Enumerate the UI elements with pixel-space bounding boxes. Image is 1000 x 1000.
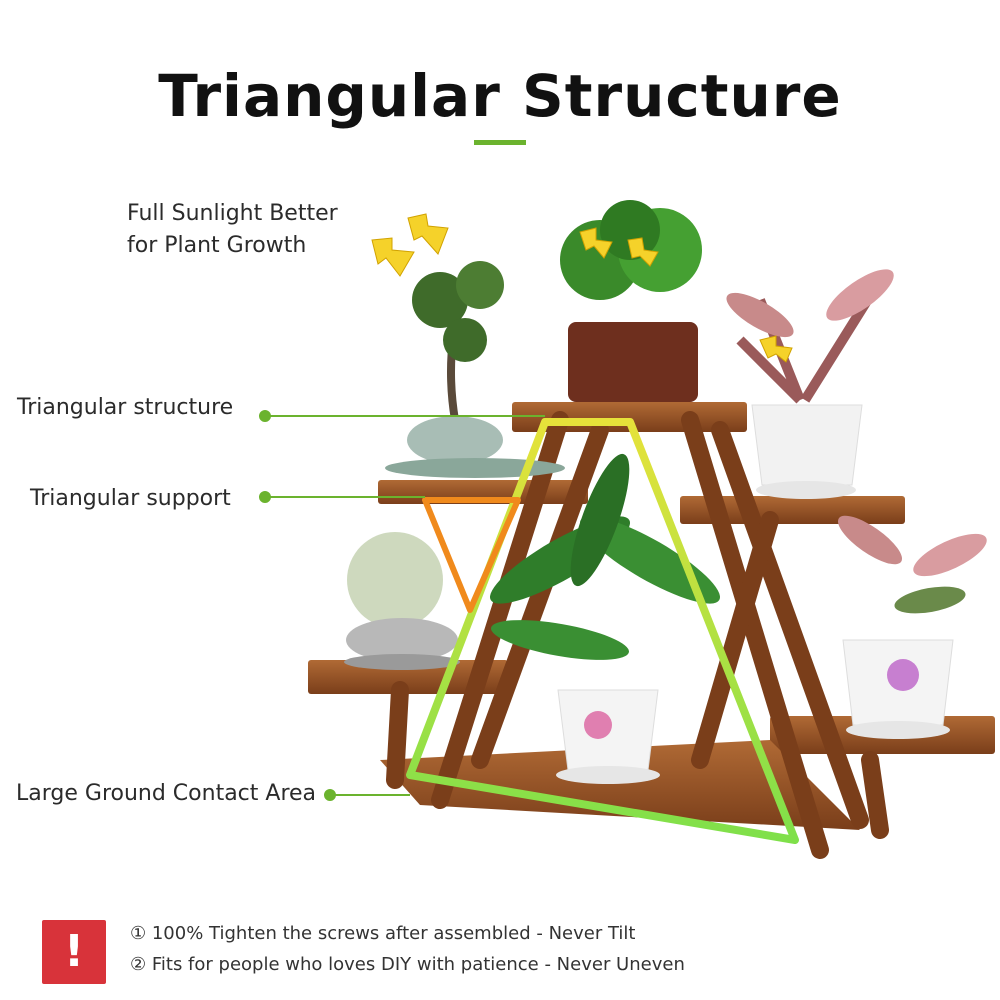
triangular-support-label: Triangular support: [30, 486, 231, 511]
peace-lily-plant: [490, 453, 720, 784]
sunlight-callout-line2: for Plant Growth: [127, 233, 307, 258]
note-tighten-screws: ① 100% Tighten the screws after assemble…: [130, 923, 636, 944]
warning-icon: !: [42, 920, 106, 984]
title-underline: [474, 140, 526, 145]
pink-aglaonema-plant-right: [837, 515, 987, 739]
triangular-support-outline: [422, 497, 521, 613]
wooden-shelf-lower-left: [308, 660, 508, 694]
ground-contact-label: Large Ground Contact Area: [16, 781, 317, 806]
callout-leaders: [259, 410, 545, 801]
sunlight-callout-line1: Full Sunlight Better: [127, 201, 338, 226]
wooden-shelf-bottom: [380, 740, 860, 830]
notes-section: [0, 880, 1000, 1000]
pink-aglaonema-plant-top: [726, 269, 894, 499]
sunlight-callout: Full Sunlight Better for Plant Growth: [127, 198, 397, 262]
money-tree-plant: [560, 200, 702, 402]
bonsai-plant: [385, 261, 565, 478]
air-plant: [344, 532, 460, 670]
sun-arrow-icon: [371, 213, 793, 363]
page-title: Triangular Structure: [158, 62, 842, 130]
wooden-legs: [386, 411, 889, 859]
triangular-structure-label: Triangular structure: [17, 395, 234, 420]
note-diy-patience: ② Fits for people who loves DIY with pat…: [130, 954, 685, 975]
triangular-structure-outline: [406, 418, 799, 844]
